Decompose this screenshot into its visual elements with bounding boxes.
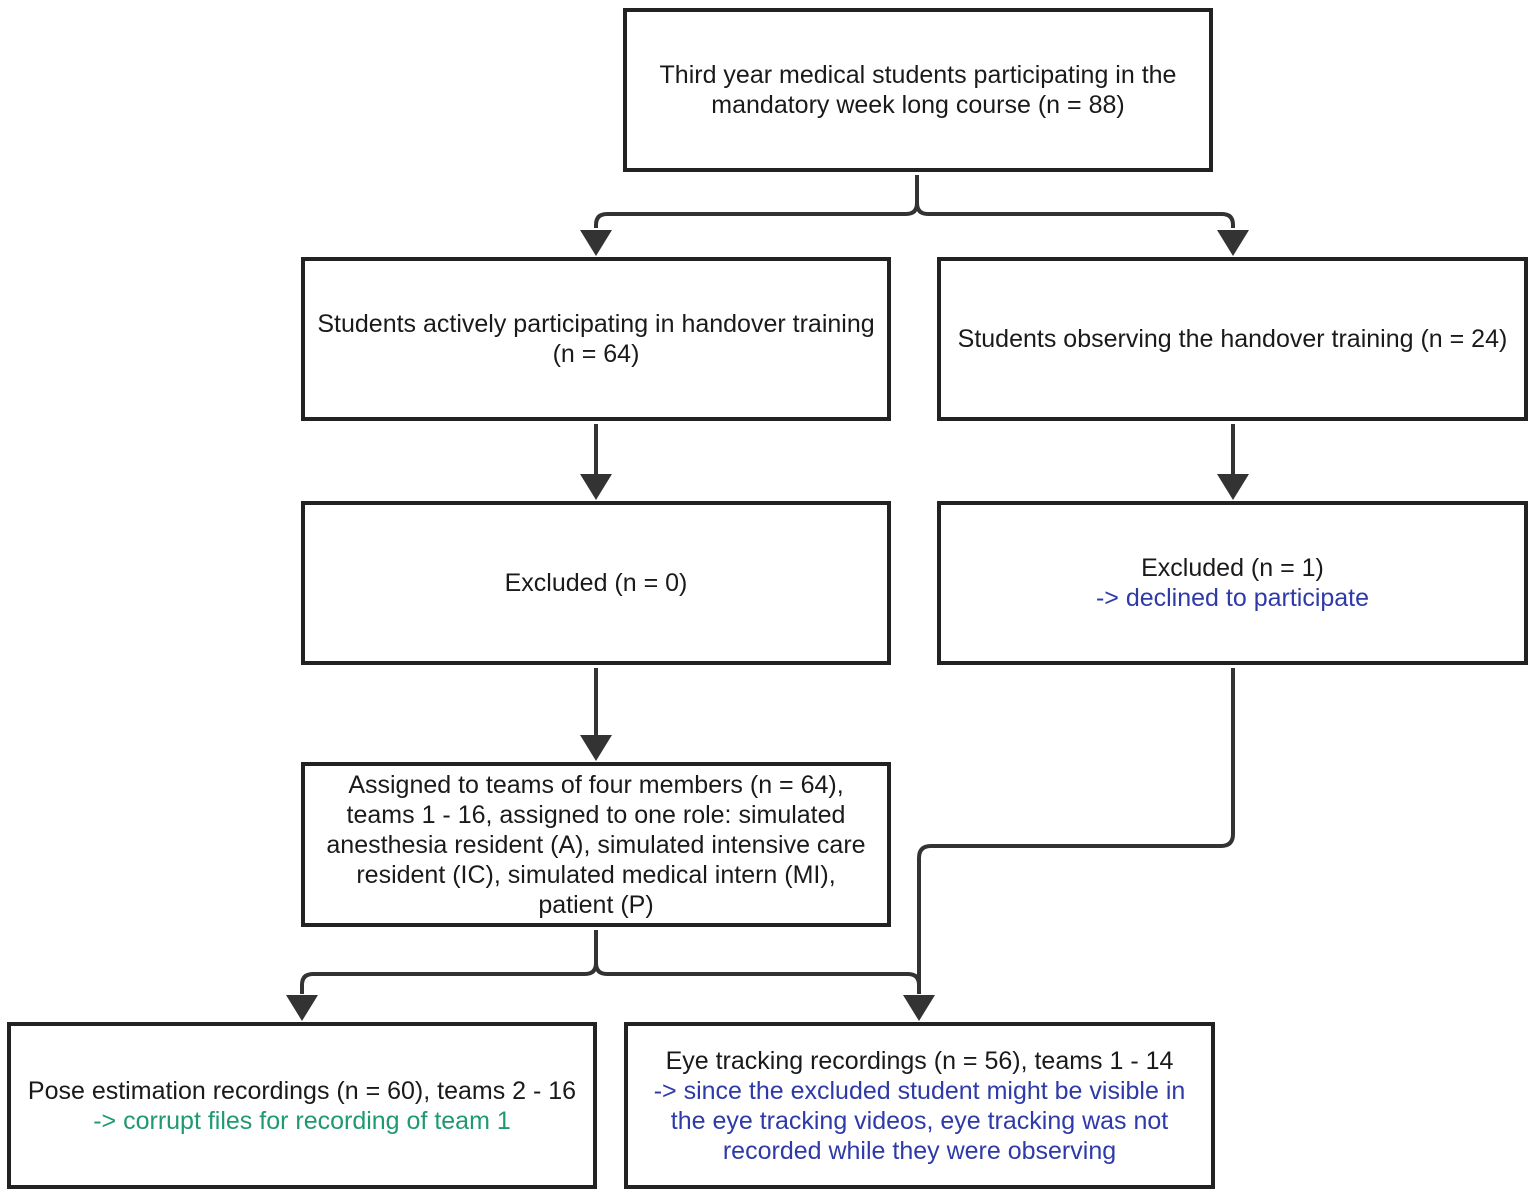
node-eye-tracking: Eye tracking recordings (n = 56), teams … <box>624 1022 1215 1189</box>
node-excluded-observing: Excluded (n = 1) -> declined to particip… <box>937 501 1528 665</box>
node-team-assignment: Assigned to teams of four members (n = 6… <box>301 762 891 927</box>
connector-assigned-to-pose <box>300 930 598 994</box>
node-observing-students: Students observing the handover training… <box>937 257 1528 421</box>
node-text-line: (n = 64) <box>552 340 640 368</box>
node-text-line: Eye tracking recordings (n = 56), teams … <box>665 1046 1174 1075</box>
arrowhead-to-assigned <box>580 735 612 761</box>
node-text-line: Students observing the handover training… <box>957 325 1508 353</box>
node-note-line: recorded while they were observing <box>722 1136 1117 1165</box>
node-note-line: -> declined to participate <box>1095 584 1370 612</box>
node-active-participants: Students actively participating in hando… <box>301 257 891 421</box>
node-text-line: Third year medical students participatin… <box>659 61 1177 89</box>
connector-total-to-active <box>594 175 919 228</box>
node-text-line: mandatory week long course (n = 88) <box>711 91 1125 119</box>
node-text-line: Pose estimation recordings (n = 60), tea… <box>27 1076 577 1105</box>
node-text-line: Excluded (n = 0) <box>504 569 688 597</box>
connector-assigned-to-eye <box>594 962 921 994</box>
connector-total-to-observing <box>915 202 1235 228</box>
node-excluded-active: Excluded (n = 0) <box>301 501 891 665</box>
node-pose-estimation: Pose estimation recordings (n = 60), tea… <box>7 1022 597 1189</box>
node-note-line: -> since the excluded student might be v… <box>653 1076 1186 1105</box>
node-total-students: Third year medical students participatin… <box>623 8 1213 172</box>
arrowhead-to-pose <box>286 995 318 1021</box>
node-text-line: Students actively participating in hando… <box>317 310 875 338</box>
node-note-line: -> corrupt files for recording of team 1 <box>93 1106 511 1135</box>
node-text-line: Assigned to teams of four members (n = 6… <box>348 770 844 799</box>
connector-excluded-right-to-eye <box>917 668 1235 994</box>
arrowhead-to-excluded-right <box>1217 474 1249 500</box>
arrowhead-to-eye <box>903 995 935 1021</box>
node-text-line: resident (IC), simulated medical intern … <box>356 860 836 889</box>
node-text-line: patient (P) <box>538 890 654 919</box>
arrowhead-to-observing <box>1217 230 1249 256</box>
arrowhead-to-excluded-left <box>580 474 612 500</box>
node-text-line: anesthesia resident (A), simulated inten… <box>326 830 866 859</box>
arrowhead-to-active <box>580 230 612 256</box>
node-note-line: the eye tracking videos, eye tracking wa… <box>670 1106 1169 1135</box>
node-text-line: teams 1 - 16, assigned to one role: simu… <box>346 800 846 829</box>
node-text-line: Excluded (n = 1) <box>1141 554 1324 582</box>
